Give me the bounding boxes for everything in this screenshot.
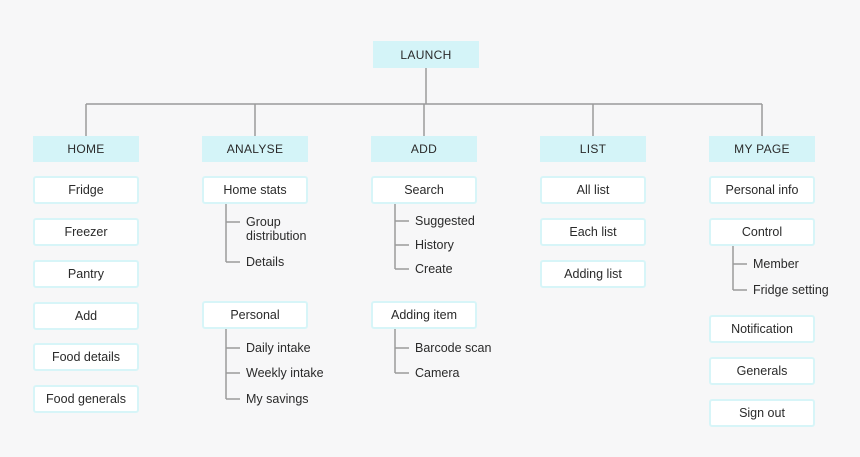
column-header-home: HOME xyxy=(33,136,139,162)
node-search-label: Search xyxy=(404,183,444,197)
node-food-generals: Food generals xyxy=(33,385,139,413)
node-pantry-label: Pantry xyxy=(67,267,105,281)
subnode-details: Details xyxy=(246,255,285,269)
subnode-suggested: Suggested xyxy=(415,214,475,228)
subnode-history: History xyxy=(415,238,454,252)
node-all-list-label: All list xyxy=(576,183,610,197)
node-each-list: Each list xyxy=(540,218,646,246)
subnode-member: Member xyxy=(753,257,799,271)
node-sign-out-label: Sign out xyxy=(739,406,785,420)
node-fridge: Fridge xyxy=(33,176,139,204)
node-generals: Generals xyxy=(709,357,815,385)
column-header-list: LIST xyxy=(540,136,646,162)
node-sign-out: Sign out xyxy=(709,399,815,427)
node-add: Add xyxy=(33,302,139,330)
node-food-details-label: Food details xyxy=(51,350,121,364)
node-adding-item-label: Adding item xyxy=(390,308,457,322)
node-adding-list: Adding list xyxy=(540,260,646,288)
subnode-my-savings: My savings xyxy=(246,392,309,406)
node-pantry: Pantry xyxy=(33,260,139,288)
node-all-list: All list xyxy=(540,176,646,204)
node-adding-item: Adding item xyxy=(371,301,477,329)
node-search: Search xyxy=(371,176,477,204)
column-header-analyse: ANALYSE xyxy=(202,136,308,162)
subnode-create: Create xyxy=(415,262,453,276)
node-each-list-label: Each list xyxy=(569,225,617,239)
node-notification-label: Notification xyxy=(731,322,793,336)
node-food-details: Food details xyxy=(33,343,139,371)
column-header-home-label: HOME xyxy=(67,142,105,156)
node-personal: Personal xyxy=(202,301,308,329)
subnode-daily-intake: Daily intake xyxy=(246,341,311,355)
node-adding-list-label: Adding list xyxy=(564,267,622,281)
launch-node: LAUNCH xyxy=(373,41,479,68)
subnode-fridge-setting: Fridge setting xyxy=(753,283,829,297)
node-fridge-label: Fridge xyxy=(68,183,104,197)
node-food-generals-label: Food generals xyxy=(46,392,126,406)
node-add-label: Add xyxy=(74,309,98,323)
node-home-stats: Home stats xyxy=(202,176,308,204)
node-generals-label: Generals xyxy=(736,364,788,378)
node-personal-label: Personal xyxy=(230,308,280,322)
subnode-camera: Camera xyxy=(415,366,460,380)
column-header-analyse-label: ANALYSE xyxy=(226,142,284,156)
node-freezer-label: Freezer xyxy=(64,225,108,239)
node-control-label: Control xyxy=(741,225,783,239)
column-header-my-page-label: MY PAGE xyxy=(734,142,790,156)
subnode-barcode-scan: Barcode scan xyxy=(415,341,492,355)
column-header-add: ADD xyxy=(371,136,477,162)
node-personal-info: Personal info xyxy=(709,176,815,204)
node-notification: Notification xyxy=(709,315,815,343)
node-control: Control xyxy=(709,218,815,246)
node-freezer: Freezer xyxy=(33,218,139,246)
subnode-weekly-intake: Weekly intake xyxy=(246,366,324,380)
column-header-list-label: LIST xyxy=(579,142,607,156)
column-header-my-page: MY PAGE xyxy=(709,136,815,162)
node-personal-info-label: Personal info xyxy=(725,183,799,197)
node-home-stats-label: Home stats xyxy=(223,183,287,197)
launch-node-label: LAUNCH xyxy=(400,47,452,62)
column-header-add-label: ADD xyxy=(410,142,438,156)
